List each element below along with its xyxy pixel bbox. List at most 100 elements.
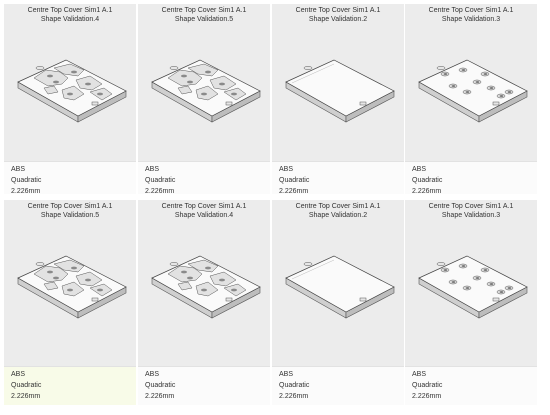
plate-top-face	[285, 59, 395, 117]
surface-pit	[483, 269, 488, 271]
surface-pit	[443, 73, 448, 75]
mounting-tab	[35, 262, 45, 266]
surface-pit	[489, 87, 494, 89]
surface-deformation	[195, 85, 219, 101]
mesh-size-label: 2.226mm	[145, 393, 175, 400]
result-card[interactable]: Centre Top Cover Sim1 A.1 Shape Validati…	[405, 4, 537, 195]
surface-deformation	[177, 281, 193, 291]
result-thumbnail[interactable]: Centre Top Cover Sim1 A.1 Shape Validati…	[4, 200, 136, 367]
result-title: Centre Top Cover Sim1 A.1 Shape Validati…	[272, 203, 404, 220]
mounting-tab	[436, 262, 446, 266]
part-model-image	[17, 59, 127, 123]
mounting-tab	[225, 101, 233, 106]
result-thumbnail[interactable]: Centre Top Cover Sim1 A.1 Shape Validati…	[138, 200, 270, 367]
material-label: ABS	[145, 166, 160, 173]
surface-pit	[97, 92, 103, 96]
result-thumbnail[interactable]: Centre Top Cover Sim1 A.1 Shape Validati…	[272, 4, 404, 162]
element-type-label: Quadratic	[279, 382, 310, 389]
surface-pit	[475, 277, 480, 279]
surface-pit	[71, 266, 77, 270]
surface-pit	[205, 70, 211, 74]
mesh-size-label: 2.226mm	[279, 393, 309, 400]
result-title-line1: Centre Top Cover Sim1 A.1	[295, 203, 381, 210]
result-title-line2: Shape Validation.2	[308, 211, 368, 219]
mounting-tab	[492, 101, 500, 106]
result-title-line1: Centre Top Cover Sim1 A.1	[428, 7, 514, 14]
result-info-panel: ABS Quadratic 2.226mm	[405, 366, 537, 405]
result-title-line2: Shape Validation.4	[40, 15, 100, 23]
result-card[interactable]: Centre Top Cover Sim1 A.1 Shape Validati…	[272, 200, 404, 405]
mesh-size-label: 2.226mm	[412, 393, 442, 400]
surface-pit	[451, 85, 456, 87]
result-title-line1: Centre Top Cover Sim1 A.1	[428, 203, 514, 210]
surface-pit	[231, 92, 237, 96]
surface-pit	[219, 82, 225, 86]
element-type-label: Quadratic	[11, 177, 42, 184]
mesh-size-label: 2.226mm	[145, 188, 175, 195]
result-thumbnail[interactable]: Centre Top Cover Sim1 A.1 Shape Validati…	[4, 4, 136, 162]
surface-pit	[219, 278, 225, 282]
result-thumbnail[interactable]: Centre Top Cover Sim1 A.1 Shape Validati…	[138, 4, 270, 162]
result-thumbnail[interactable]: Centre Top Cover Sim1 A.1 Shape Validati…	[405, 4, 537, 162]
result-card[interactable]: Centre Top Cover Sim1 A.1 Shape Validati…	[138, 200, 270, 405]
mesh-size-label: 2.226mm	[279, 188, 309, 195]
result-title: Centre Top Cover Sim1 A.1 Shape Validati…	[138, 7, 270, 24]
result-thumbnail[interactable]: Centre Top Cover Sim1 A.1 Shape Validati…	[405, 200, 537, 367]
element-type-label: Quadratic	[11, 382, 42, 389]
element-type-label: Quadratic	[145, 177, 176, 184]
mounting-tab	[225, 297, 233, 302]
result-title: Centre Top Cover Sim1 A.1 Shape Validati…	[405, 7, 537, 24]
result-title: Centre Top Cover Sim1 A.1 Shape Validati…	[138, 203, 270, 220]
result-card[interactable]: Centre Top Cover Sim1 A.1 Shape Validati…	[4, 200, 136, 405]
result-info-panel: ABS Quadratic 2.226mm	[272, 366, 404, 405]
surface-pit	[499, 95, 504, 97]
mounting-tab	[35, 66, 45, 70]
mounting-tab	[303, 66, 313, 70]
surface-pit	[71, 70, 77, 74]
surface-pit	[205, 266, 211, 270]
mesh-size-label: 2.226mm	[11, 393, 41, 400]
surface-pit	[47, 74, 53, 78]
surface-deformation	[43, 281, 59, 291]
material-label: ABS	[279, 371, 294, 378]
plate-highlight	[291, 63, 335, 84]
surface-pit	[47, 270, 53, 274]
result-title: Centre Top Cover Sim1 A.1 Shape Validati…	[4, 7, 136, 24]
result-thumbnail[interactable]: Centre Top Cover Sim1 A.1 Shape Validati…	[272, 200, 404, 367]
surface-pit	[201, 288, 207, 292]
mesh-size-label: 2.226mm	[412, 188, 442, 195]
material-label: ABS	[11, 371, 26, 378]
element-type-label: Quadratic	[145, 382, 176, 389]
result-title-line2: Shape Validation.4	[174, 211, 234, 219]
surface-pit	[489, 283, 494, 285]
surface-pit	[181, 270, 187, 274]
surface-pit	[187, 276, 193, 280]
surface-pit	[443, 269, 448, 271]
mounting-tab	[303, 262, 313, 266]
surface-deformation	[187, 259, 219, 273]
result-card[interactable]: Centre Top Cover Sim1 A.1 Shape Validati…	[272, 4, 404, 195]
part-model-image	[285, 59, 395, 123]
result-title-line2: Shape Validation.3	[441, 15, 501, 23]
surface-pit	[67, 288, 73, 292]
result-info-panel: ABS Quadratic 2.226mm	[405, 161, 537, 195]
result-title-line1: Centre Top Cover Sim1 A.1	[27, 7, 113, 14]
surface-pit	[507, 287, 512, 289]
material-label: ABS	[279, 166, 294, 173]
surface-pit	[67, 92, 73, 96]
surface-pit	[465, 287, 470, 289]
mounting-tab	[359, 297, 367, 302]
result-card[interactable]: Centre Top Cover Sim1 A.1 Shape Validati…	[4, 4, 136, 195]
result-title-line2: Shape Validation.5	[174, 15, 234, 23]
result-info-panel: ABS Quadratic 2.226mm	[4, 161, 136, 195]
surface-pit	[475, 81, 480, 83]
part-model-image	[418, 255, 528, 319]
surface-deformation	[187, 63, 219, 77]
surface-pit	[97, 288, 103, 292]
surface-pit	[231, 288, 237, 292]
surface-deformation	[43, 85, 59, 95]
result-card[interactable]: Centre Top Cover Sim1 A.1 Shape Validati…	[405, 200, 537, 405]
element-type-label: Quadratic	[279, 177, 310, 184]
plate-top-face	[418, 59, 528, 117]
result-card[interactable]: Centre Top Cover Sim1 A.1 Shape Validati…	[138, 4, 270, 195]
